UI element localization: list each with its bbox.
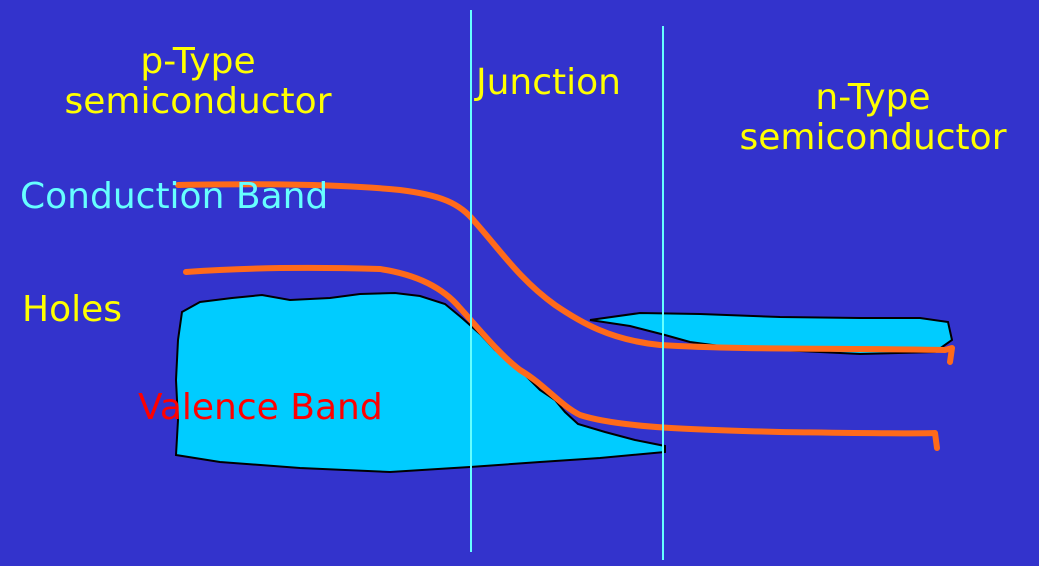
holes-label: Holes [22,290,122,330]
n-type-title: n-Type semiconductor [713,78,1033,158]
p-type-title: p-Type semiconductor [48,42,348,122]
valence-band-label: Valence Band [138,388,383,428]
conduction-band-label: Conduction Band [20,177,328,217]
n-type-title-line1: n-Type [713,78,1033,118]
n-type-title-line2: semiconductor [713,118,1033,158]
junction-label: Junction [476,63,621,103]
p-type-title-line2: semiconductor [48,82,348,122]
p-type-title-line1: p-Type [48,42,348,82]
